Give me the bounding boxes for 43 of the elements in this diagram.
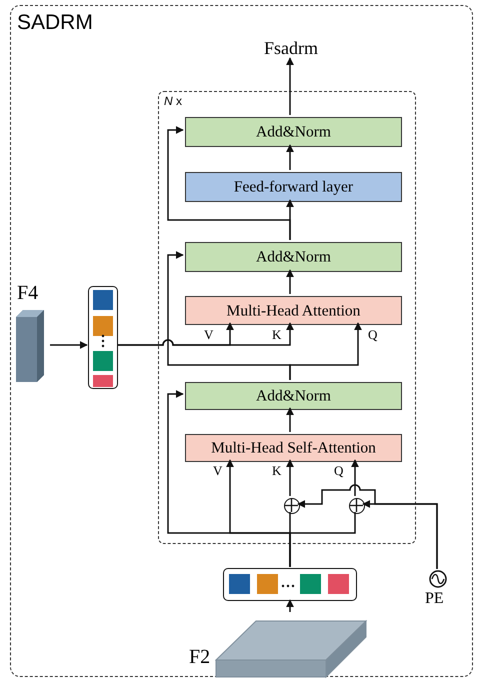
process-box <box>185 172 402 202</box>
repeat-count-label: N x <box>164 95 182 107</box>
box-label: Add&Norm <box>255 249 332 265</box>
box-label: Add&Norm <box>255 124 332 140</box>
input-port-label: K <box>272 464 282 477</box>
box-label: Multi-Head Self-Attention <box>210 440 377 456</box>
process-box <box>185 117 402 147</box>
feature-label: F2 <box>189 647 210 667</box>
token-vector-drawing <box>88 286 118 389</box>
arrow <box>351 459 359 497</box>
process-box <box>185 382 402 410</box>
arrow <box>286 57 294 116</box>
source-label: PE <box>425 591 444 607</box>
input-port-label: Q <box>368 328 378 341</box>
arrow <box>286 599 294 613</box>
feature-label: F4 <box>17 283 38 303</box>
token-vector-drawing <box>223 568 357 601</box>
box-label: Add&Norm <box>255 388 332 404</box>
adder-circle <box>284 498 300 514</box>
arrow <box>167 390 291 568</box>
output-label: Fsadrm <box>263 39 319 57</box>
arrow <box>116 322 294 346</box>
input-port-label: K <box>272 328 282 341</box>
adder-circle <box>349 498 365 514</box>
input-port-label: Q <box>334 464 344 477</box>
input-port-label: V <box>204 328 214 341</box>
arrow <box>286 144 294 171</box>
box-label: Multi-Head Attention <box>226 302 362 318</box>
arrow <box>167 251 291 381</box>
box-label: Feed-forward layer <box>232 179 354 195</box>
arrow <box>297 484 438 570</box>
arrow <box>286 269 294 295</box>
arrow <box>286 407 294 433</box>
module-frame <box>10 5 473 677</box>
process-box <box>185 434 402 462</box>
repeat-block-frame <box>158 91 416 544</box>
process-box <box>185 242 402 272</box>
process-box <box>185 296 402 325</box>
arrow <box>167 126 291 241</box>
frame-title: SADRM <box>17 12 93 33</box>
input-port-label: V <box>213 464 222 477</box>
arrow <box>49 341 88 349</box>
arrow <box>286 459 294 497</box>
